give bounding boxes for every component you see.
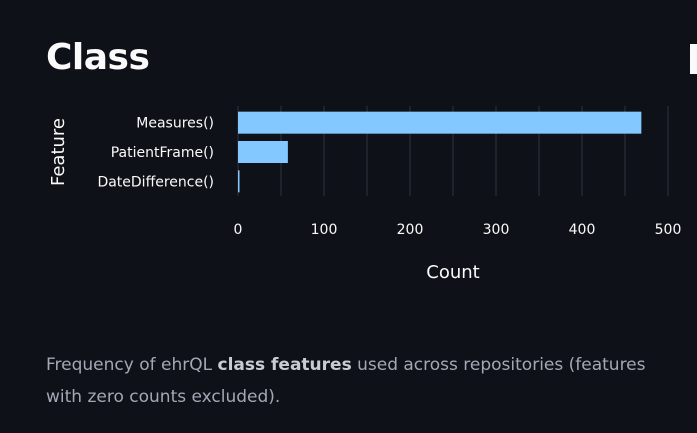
bar-layer <box>238 111 642 193</box>
y-axis-title: Feature <box>48 118 69 186</box>
cropped-heading-fragment <box>690 44 697 74</box>
caption-prefix: Frequency of ehrQL <box>46 355 218 375</box>
x-tick-label: 300 <box>483 222 510 238</box>
x-tick-label: 0 <box>234 222 243 238</box>
x-tick-labels: 0 100 200 300 400 500 <box>234 222 682 238</box>
x-tick-label: 100 <box>311 222 338 238</box>
category-label: Measures() <box>136 116 214 132</box>
x-tick-label: 400 <box>569 222 596 238</box>
category-label: PatientFrame() <box>111 145 214 161</box>
x-tick-label: 500 <box>655 222 682 238</box>
category-labels: Measures() PatientFrame() DateDifference() <box>97 116 214 191</box>
caption-suffix: used across repositories (features with … <box>46 355 646 407</box>
caption-emphasis: class features <box>217 355 352 375</box>
bar[interactable] <box>238 111 642 134</box>
bar-chart: Measures() PatientFrame() DateDifference()… <box>48 106 682 283</box>
x-tick-label: 200 <box>397 222 424 238</box>
x-axis-title: Count <box>426 262 479 283</box>
section-title: Class <box>46 37 150 78</box>
chart-caption: Frequency of ehrQL class features used a… <box>46 349 666 413</box>
category-label: DateDifference() <box>97 174 214 190</box>
bar[interactable] <box>238 141 288 163</box>
bar[interactable] <box>238 170 240 193</box>
